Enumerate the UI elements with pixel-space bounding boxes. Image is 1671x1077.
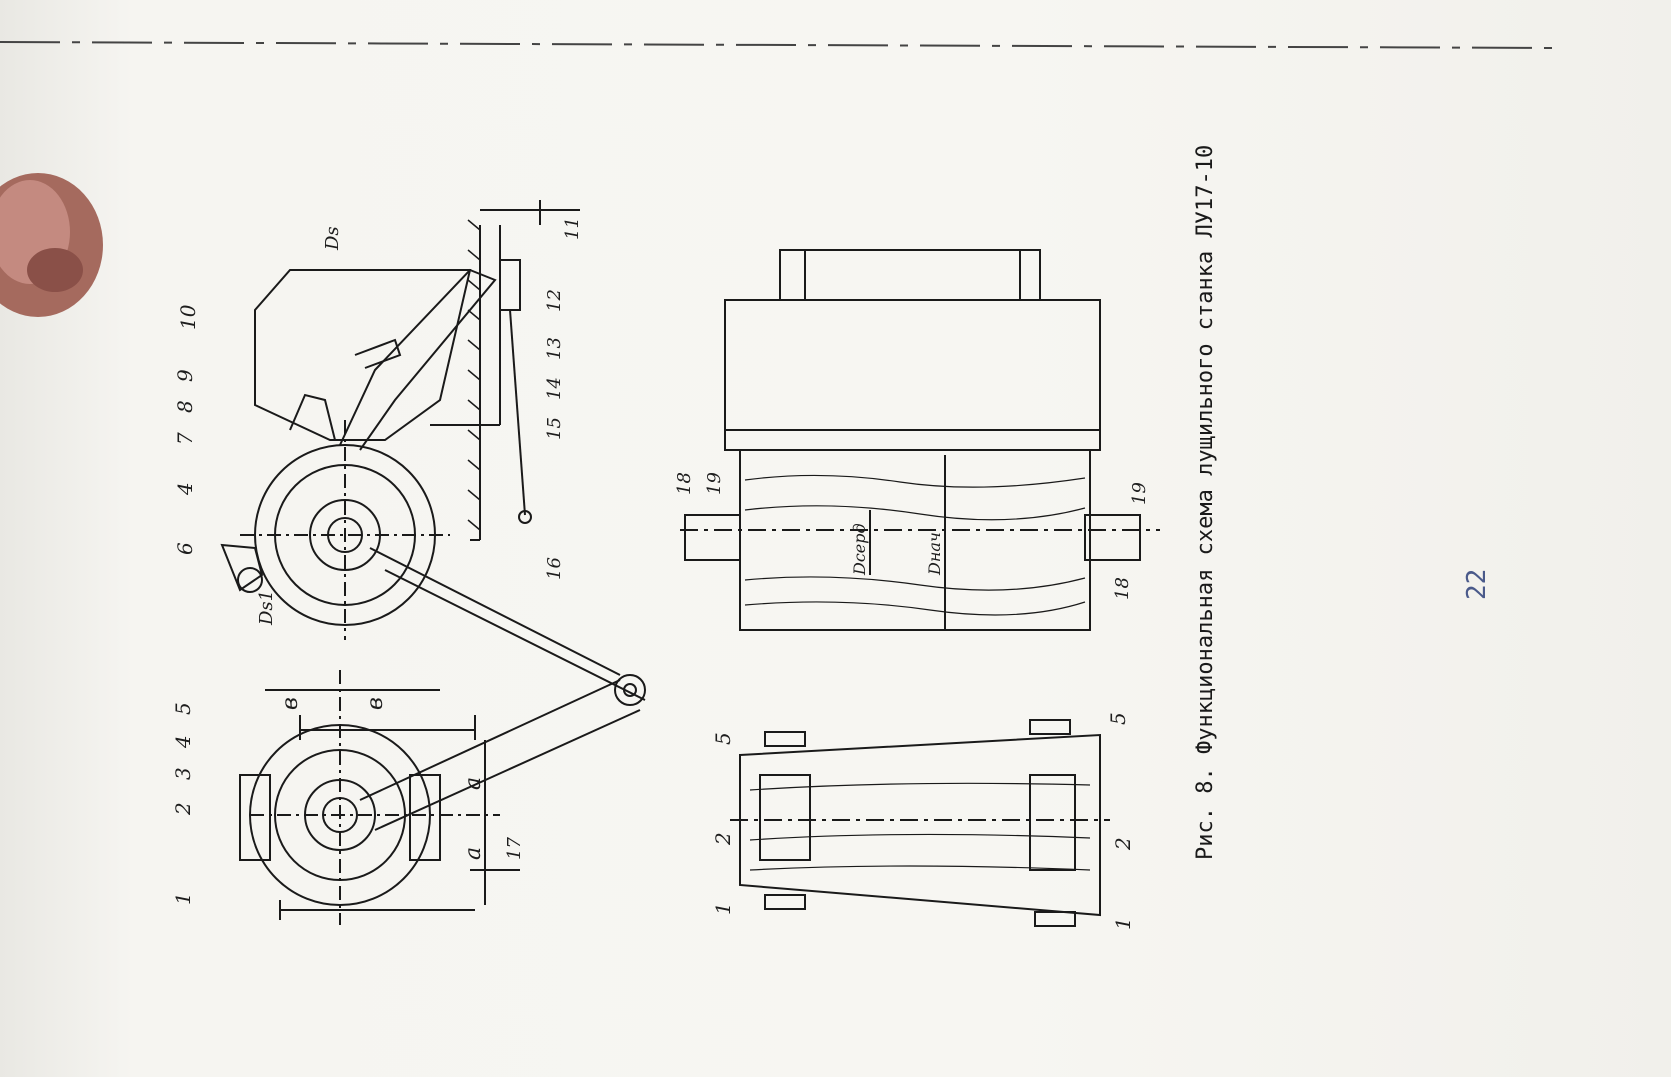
label-9: 9: [173, 369, 197, 382]
label-11: 11: [562, 217, 583, 240]
label-4b: 4: [173, 482, 197, 496]
part-labels: 1 2 3 4 5 6 4 7 8 9 10 11 12 13 14 15 16…: [171, 217, 1150, 930]
label-2-plan-top: 2: [711, 832, 735, 846]
label-1-plan-top: 1: [711, 902, 735, 915]
dim-v-2: в: [363, 697, 388, 710]
label-10: 10: [176, 304, 200, 330]
finger-photo: [0, 173, 103, 317]
label-3: 3: [171, 767, 195, 780]
label-16: 16: [544, 557, 565, 580]
label-ds: Ds: [322, 226, 343, 251]
label-8: 8: [173, 400, 197, 413]
label-5: 5: [171, 702, 195, 715]
label-6: 6: [173, 542, 197, 555]
label-d-nach: Dнач: [925, 532, 944, 576]
label-17: 17: [504, 837, 525, 860]
label-18b: 18: [1112, 577, 1133, 600]
dim-a-1: a: [461, 847, 486, 860]
dim-v-1: в: [278, 697, 303, 710]
plan-view: [680, 249, 1160, 927]
label-ds1: Ds1: [256, 590, 277, 626]
figure-caption: Рис. 8. Функциональная схема лущильного …: [1193, 145, 1218, 860]
label-19b: 19: [1129, 482, 1150, 505]
label-1: 1: [171, 892, 195, 905]
label-7: 7: [173, 432, 197, 445]
label-14: 14: [544, 377, 565, 400]
label-5-plan-bottom: 5: [1106, 712, 1130, 725]
label-1-plan-bottom: 1: [1111, 917, 1135, 930]
label-13: 13: [544, 337, 565, 360]
page-edge-line: [0, 41, 1561, 49]
label-19: 19: [704, 472, 725, 495]
label-15: 15: [544, 417, 565, 440]
label-2-plan-bottom: 2: [1111, 837, 1135, 851]
label-5-plan-top: 5: [711, 732, 735, 745]
label-18: 18: [674, 472, 695, 495]
page-number: 22: [1462, 569, 1492, 600]
log-trapezoid: [739, 733, 1101, 917]
label-12: 12: [544, 289, 565, 312]
dim-a-2: a: [461, 777, 486, 790]
label-4: 4: [171, 735, 195, 749]
label-2: 2: [171, 802, 195, 816]
side-view: [220, 200, 646, 925]
upper-block-plan: [724, 299, 1101, 451]
log-plan: [739, 449, 1091, 631]
label-d-ser: Dсерд: [850, 523, 869, 576]
